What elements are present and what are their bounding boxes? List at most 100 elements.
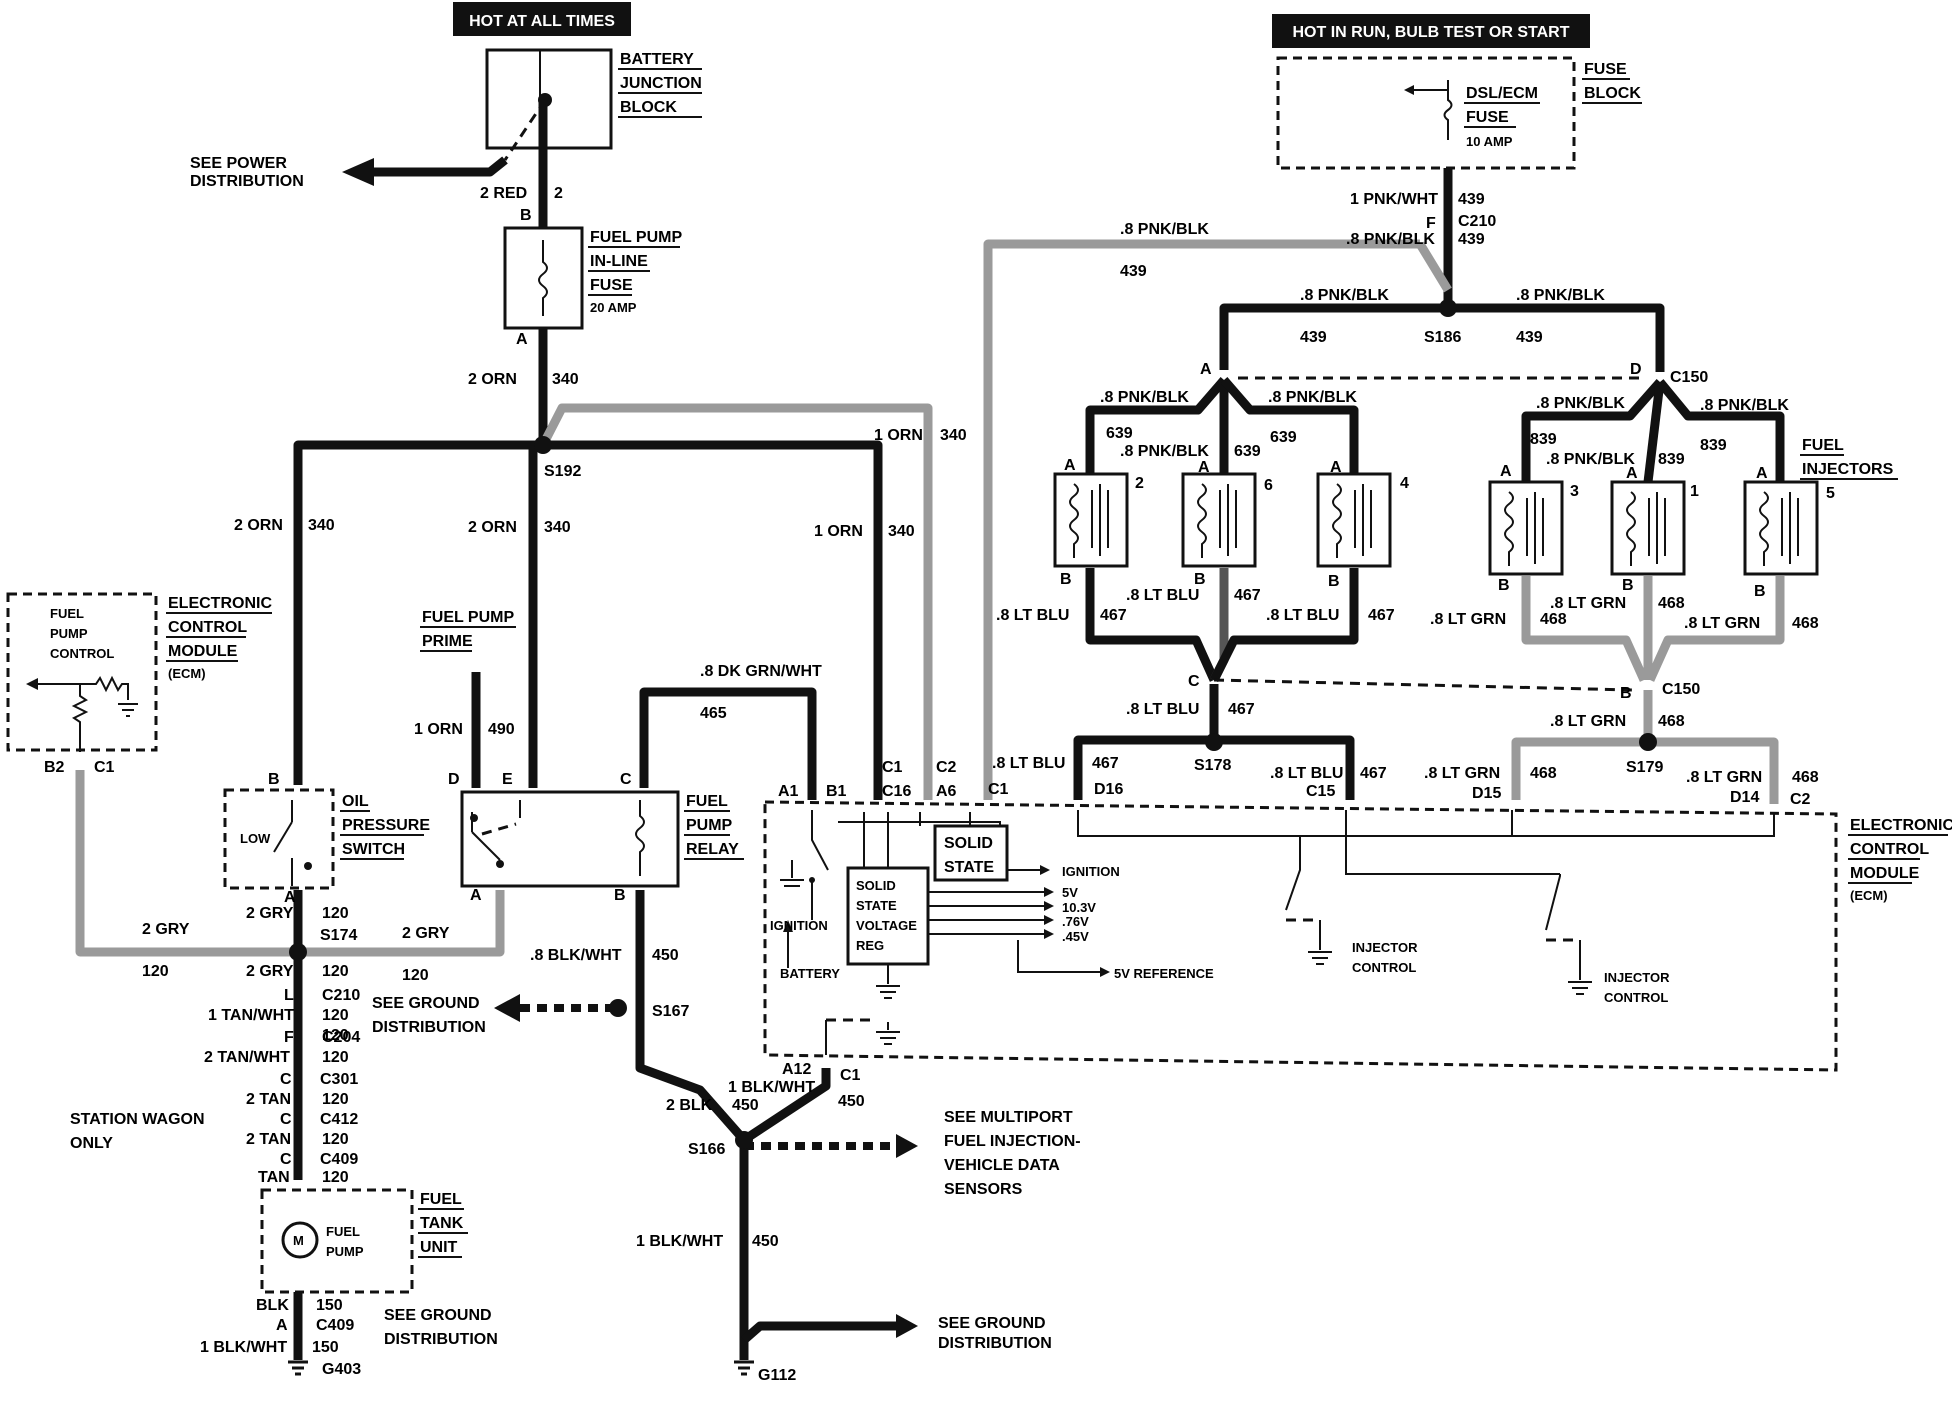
wire-label: 2 GRY [402, 925, 450, 942]
wire-label: 468 [1530, 765, 1557, 782]
connector-label: A [516, 331, 528, 348]
fuel-pump-prime: FUEL PUMP PRIME [420, 609, 516, 652]
label: FUEL [420, 1191, 462, 1208]
wire-label: 1 ORN [874, 427, 923, 444]
motor-symbol: M [293, 1233, 304, 1248]
label: TANK [420, 1215, 464, 1232]
wire-label: 2 GRY [246, 963, 294, 980]
wire-label: 839 [1658, 451, 1685, 468]
label: SEE POWER [190, 155, 287, 172]
label: INJECTOR [1352, 940, 1418, 955]
connector-label: C2 [1790, 791, 1811, 808]
label: 10 AMP [1466, 134, 1513, 149]
splice-label: S186 [1424, 329, 1461, 346]
wire-label: 467 [1092, 755, 1119, 772]
header-text: HOT IN RUN, BULB TEST OR START [1292, 24, 1569, 41]
connector-label: E [502, 771, 513, 788]
connector-label: C [280, 1151, 292, 1168]
connector-label: A [1330, 459, 1342, 476]
connector-label: C1 [840, 1067, 861, 1084]
see-multiport: SEE MULTIPORT FUEL INJECTION- VEHICLE DA… [944, 1109, 1081, 1198]
label: VEHICLE DATA [944, 1157, 1060, 1174]
wire-label: 490 [488, 721, 515, 738]
label: PUMP [686, 817, 733, 834]
grounds [288, 1360, 754, 1376]
label: 20 AMP [590, 300, 637, 315]
wire-label: .8 LT BLU [1266, 607, 1339, 624]
label: MODULE [168, 643, 238, 660]
wire-label: .8 PNK/BLK [1268, 389, 1357, 406]
label: SENSORS [944, 1181, 1023, 1198]
label: JUNCTION [620, 75, 702, 92]
splice-label: S174 [320, 927, 357, 944]
label: FUEL [1802, 437, 1844, 454]
label: BATTERY [620, 51, 694, 68]
wire-label: .8 PNK/BLK [1100, 389, 1189, 406]
wire-label: TAN [258, 1169, 290, 1186]
connector-label: C412 [320, 1111, 358, 1128]
connector-label: C15 [1306, 783, 1335, 800]
wire-label: .8 PNK/BLK [1120, 221, 1209, 238]
label: FUEL INJECTION- [944, 1133, 1081, 1150]
wire-label: 639 [1270, 429, 1297, 446]
label: 5V [1062, 885, 1078, 900]
connector-label: B [1622, 577, 1634, 594]
wire-label: .8 LT GRN [1550, 595, 1626, 612]
injector-2 [1053, 472, 1129, 568]
connector-label: B2 [44, 759, 65, 776]
wire-label: .8 PNK/BLK [1516, 287, 1605, 304]
fuel-tank-unit: M FUEL PUMP FUEL TANK UNIT [260, 1188, 468, 1294]
label: PUMP [326, 1244, 364, 1259]
wire-label: 120 [142, 963, 169, 980]
connector-label: C1 [882, 759, 903, 776]
label: 5V REFERENCE [1114, 966, 1214, 981]
wire-label: 150 [312, 1339, 339, 1356]
wire-label: 1 BLK/WHT [728, 1079, 815, 1096]
wire-label: .8 LT BLU [996, 607, 1069, 624]
splice-label: S167 [652, 1003, 689, 1020]
ground-label: G112 [758, 1367, 796, 1384]
connector-label: C301 [320, 1071, 358, 1088]
label: STATE [944, 859, 994, 876]
label: UNIT [420, 1239, 458, 1256]
wire-label: .8 BLK/WHT [530, 947, 622, 964]
connector-label: B [1498, 577, 1510, 594]
connector-label: A [1756, 465, 1768, 482]
label: PUMP [50, 626, 88, 641]
connector-label: D15 [1472, 785, 1501, 802]
wire-label: 639 [1234, 443, 1261, 460]
label: SEE GROUND [938, 1315, 1046, 1332]
connector-label: C204 [322, 1029, 360, 1046]
wire-label: 467 [1234, 587, 1261, 604]
label: CONTROL [50, 646, 114, 661]
connector-label: C1 [988, 781, 1009, 798]
label: DISTRIBUTION [938, 1335, 1052, 1352]
connector-label: A [284, 889, 296, 906]
wire-label: 1 PNK/WHT [1350, 191, 1438, 208]
wire-label: 468 [1792, 769, 1819, 786]
connector-label: C16 [882, 783, 911, 800]
connector-label: C [620, 771, 632, 788]
label: PRESSURE [342, 817, 430, 834]
injector-number: 4 [1400, 475, 1409, 492]
label: IGNITION [1062, 864, 1120, 879]
label: LOW [240, 831, 271, 846]
fuse-block: DSL/ECM FUSE 10 AMP FUSE BLOCK [1276, 56, 1642, 170]
wire-label: 467 [1368, 607, 1395, 624]
label: INJECTORS [1802, 461, 1894, 478]
connector-label: B [1060, 571, 1072, 588]
connector-label: D [448, 771, 460, 788]
wire-label: 467 [1360, 765, 1387, 782]
label: FUEL PUMP [422, 609, 514, 626]
see-ground-distribution-1: SEE GROUND DISTRIBUTION [372, 994, 618, 1036]
connector-label: D14 [1730, 789, 1759, 806]
wire-label: 2 [554, 185, 563, 202]
wire-label: BLK [256, 1297, 289, 1314]
label: DISTRIBUTION [190, 173, 304, 190]
wire-label: 2 ORN [234, 517, 283, 534]
wire-label: .8 LT BLU [1126, 587, 1199, 604]
wire-label: 120 [322, 1007, 349, 1024]
label: OIL [342, 793, 369, 810]
wire-label: .8 LT GRN [1684, 615, 1760, 632]
connector-label: A [1198, 459, 1210, 476]
